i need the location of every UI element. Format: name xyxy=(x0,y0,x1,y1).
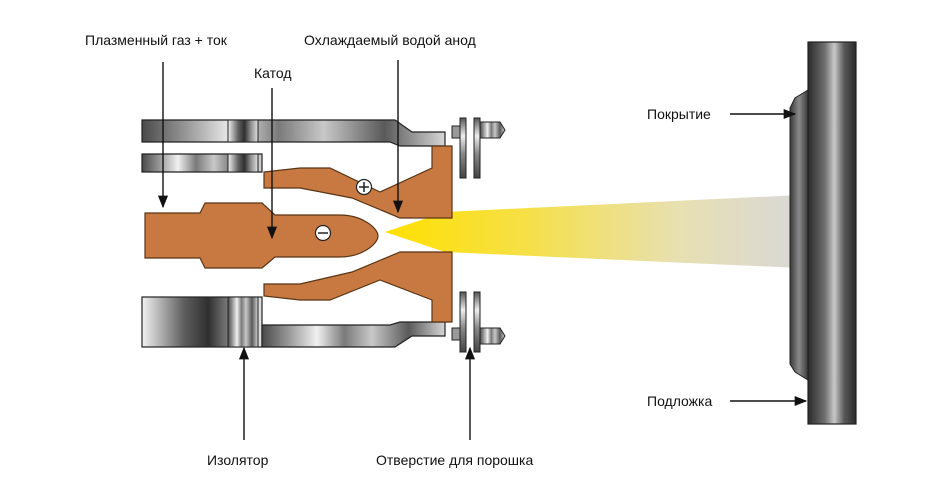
coating-layer xyxy=(789,89,809,381)
cathode xyxy=(144,202,379,269)
label-anode: Охлаждаемый водой анод xyxy=(304,32,476,48)
upper-housing xyxy=(141,119,446,173)
lower-housing xyxy=(141,296,446,348)
powder-port-top xyxy=(451,117,506,179)
label-powder-port: Отверстие для порошка xyxy=(376,452,533,468)
label-cathode: Катод xyxy=(254,65,292,81)
substrate-plate xyxy=(807,41,857,425)
label-insulator: Изолятор xyxy=(207,452,269,468)
plus-sign-icon xyxy=(355,178,373,196)
minus-sign-icon xyxy=(314,224,332,242)
label-plasma-gas: Плазменный газ + ток xyxy=(85,32,228,48)
powder-port-bottom xyxy=(451,291,506,353)
label-substrate: Подложка xyxy=(647,393,712,409)
plasma-jet xyxy=(385,195,800,268)
anode-lower xyxy=(263,251,453,323)
label-coating: Покрытие xyxy=(647,106,711,122)
